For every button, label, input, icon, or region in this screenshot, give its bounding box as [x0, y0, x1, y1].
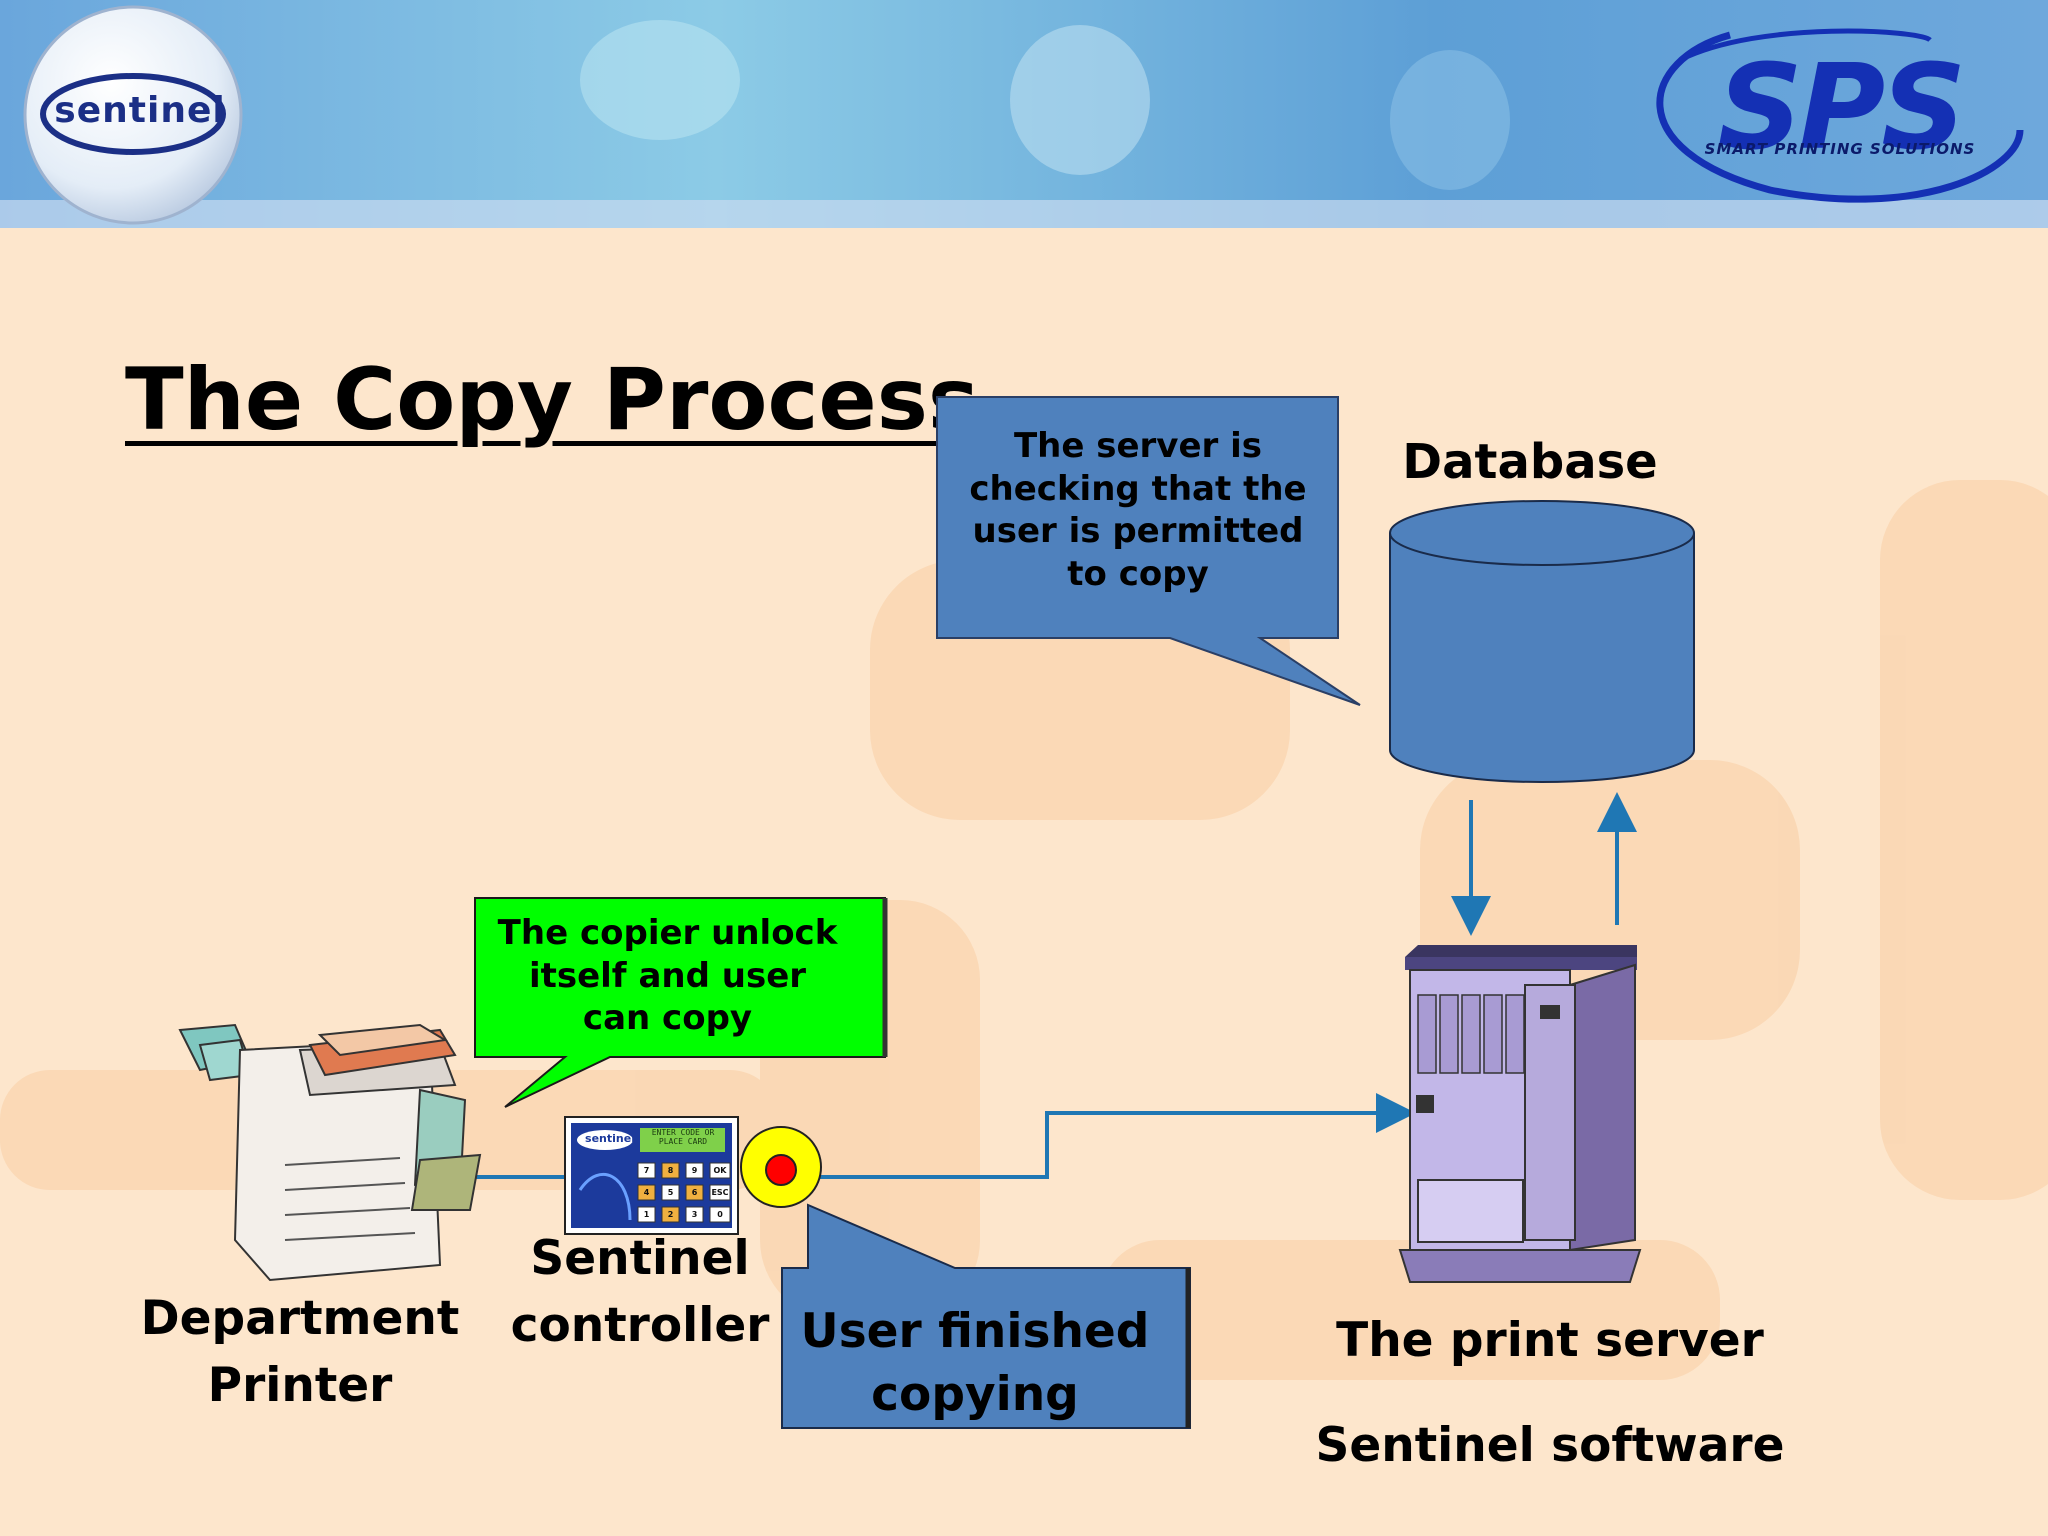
- keypad-key: OK: [713, 1166, 727, 1175]
- sps-logo-tagline: SMART PRINTING SOLUTIONS: [1704, 140, 1976, 158]
- keypad-key: 0: [717, 1210, 723, 1219]
- keypad-key: 5: [667, 1188, 674, 1197]
- keypad-key: 8: [667, 1166, 674, 1175]
- sps-logo-text: SPS: [1717, 38, 1966, 176]
- sentinel-software-label: Sentinel software: [1315, 1418, 1785, 1473]
- keypad-key: 9: [691, 1166, 698, 1175]
- slide-title: The Copy Process: [125, 350, 980, 450]
- keypad-key: 4: [643, 1188, 650, 1197]
- keypad-icon: [564, 1116, 739, 1235]
- push-button-icon: [740, 1126, 822, 1208]
- database-label: Database: [1402, 434, 1658, 490]
- callout-user-finished: [781, 1203, 1191, 1429]
- sentinel-logo-text: sentinel: [54, 90, 226, 131]
- keypad-key: 7: [643, 1166, 650, 1175]
- keypad-key: 3: [691, 1210, 698, 1219]
- callout-server-check: [936, 396, 1361, 706]
- department-printer-label: Department Printer: [140, 1291, 460, 1414]
- controller-screen-text: ENTER CODE OR PLACE CARD: [651, 1128, 715, 1146]
- callout-server-check-text: The server is checking that the user is …: [969, 426, 1307, 594]
- sps-logo: [1656, 28, 2024, 203]
- sentinel-logo: [23, 5, 243, 225]
- keypad-key: ESC: [711, 1188, 729, 1197]
- copier-icon: [178, 1023, 482, 1282]
- callout-user-finished-text: User finished copying: [800, 1304, 1150, 1423]
- keypad-key: 2: [667, 1210, 674, 1219]
- keypad-key: 6: [691, 1188, 698, 1197]
- database-cylinder-icon: [1389, 500, 1695, 783]
- server-icon: [1398, 945, 1642, 1283]
- controller-brand-text: sentinel: [585, 1132, 635, 1145]
- keypad-key: 1: [643, 1210, 650, 1219]
- sentinel-controller-label: Sentinel controller: [510, 1231, 770, 1354]
- callout-copier-unlock-text: The copier unlock itself and user can co…: [497, 913, 838, 1038]
- connector-controller-server: [815, 1093, 1416, 1179]
- print-server-label: The print server: [1336, 1313, 1764, 1368]
